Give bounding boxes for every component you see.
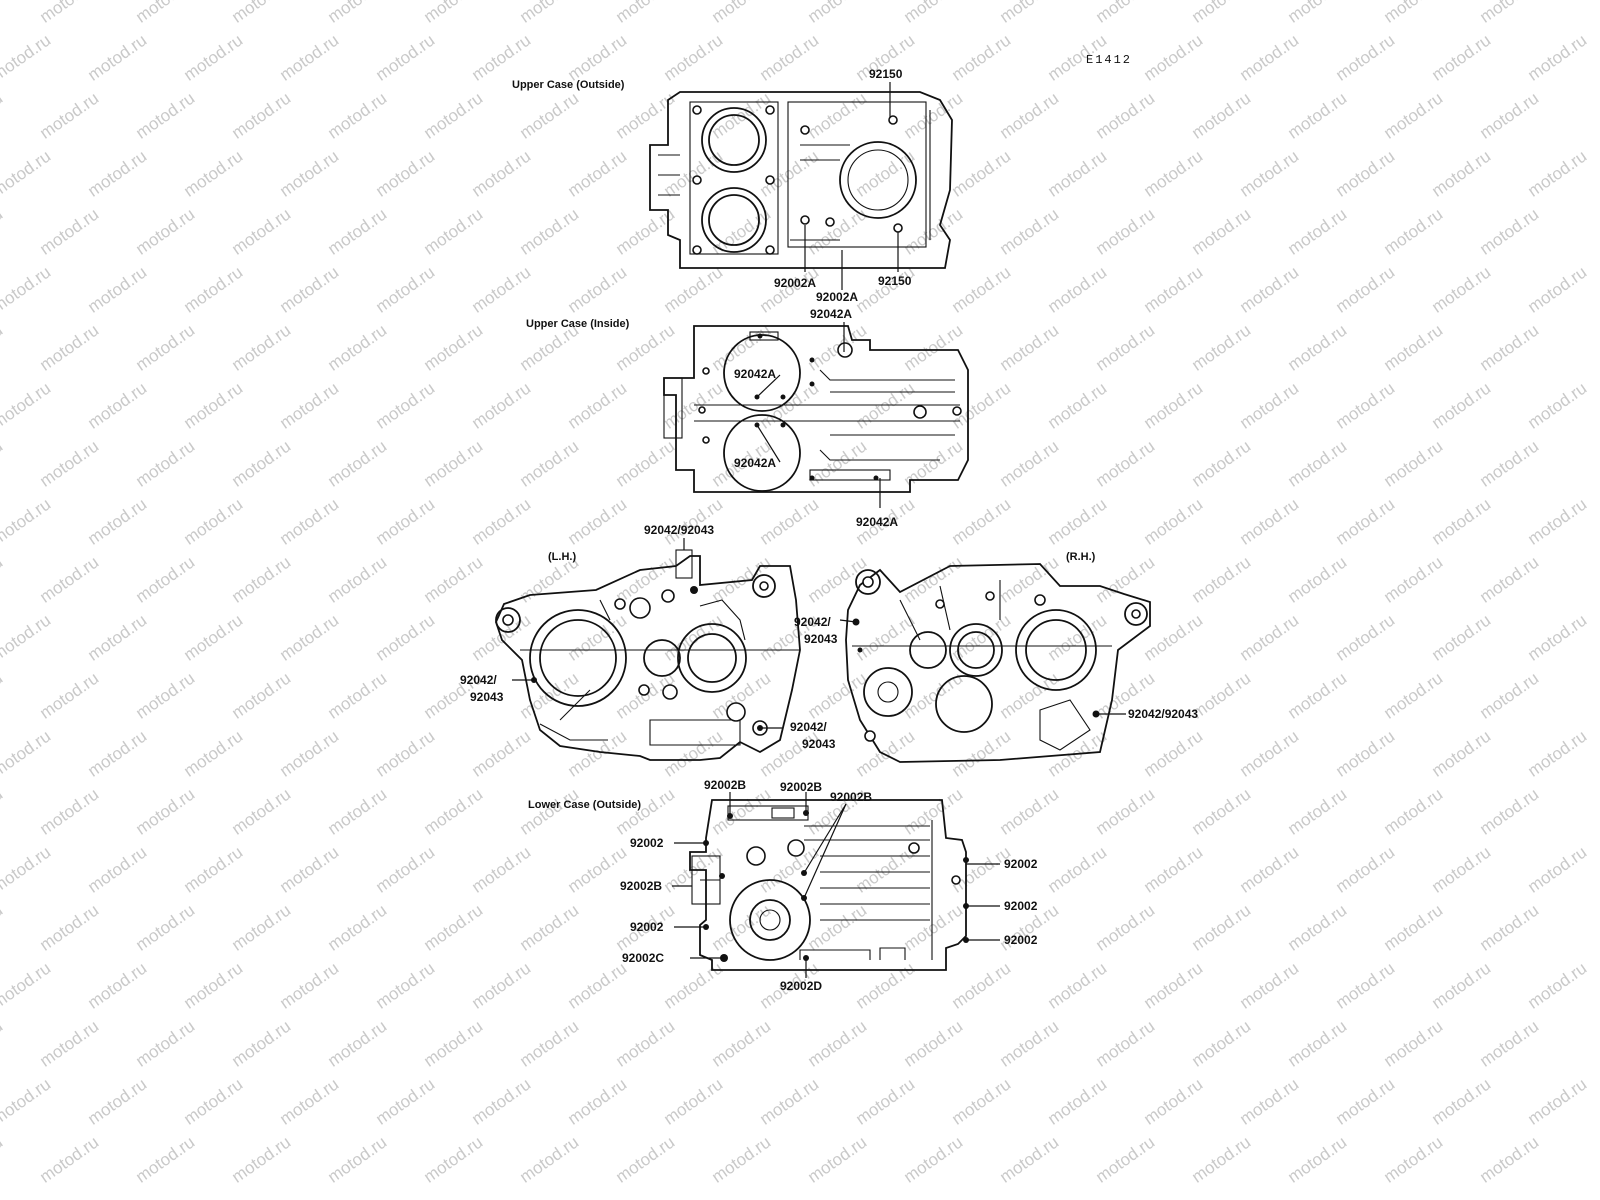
lh-title: (L.H.) [548,551,576,563]
callout-92042a-top: 92042A [810,307,852,321]
callout-92042-lh-right: 92042/ [790,720,827,734]
lower-case-left-view: (L.H.) [460,523,836,761]
upper-inside-title: Upper Case (Inside) [526,318,630,330]
rh-title: (R.H.) [1066,551,1096,563]
callout-92002b-left: 92002B [620,879,662,893]
callout-92002a-left: 92002A [774,276,816,290]
callout-92002a-right: 92002A [816,290,858,304]
callout-92002-left-2: 92002 [630,920,664,934]
callout-92002b-top-right: 92002B [830,790,872,804]
callout-92043-lh-right: 92043 [802,737,836,751]
callout-92002-right-3: 92002 [1004,933,1038,947]
callout-92042a-upper-bore: 92042A [734,367,776,381]
callout-92002b-top-mid: 92002B [780,780,822,794]
upper-case-outside-view: Upper Case (Outside) [512,67,953,304]
callout-92002b-top-left: 92002B [704,778,746,792]
callout-92002-right-1: 92002 [1004,857,1038,871]
callout-92002-left-1: 92002 [630,836,664,850]
callout-92043-lh-left: 92043 [470,690,504,704]
callout-92002d: 92002D [780,979,822,993]
callout-92042-lh-left: 92042/ [460,673,497,687]
lower-outside-title: Lower Case (Outside) [528,799,641,811]
callout-92042-92043-rh-right: 92042/92043 [1128,707,1198,721]
lower-case-right-view: (R.H.) 92042 [794,551,1198,763]
callout-92042a-bottom: 92042A [856,515,898,529]
callout-92150-bottom: 92150 [878,274,912,288]
callout-92043-rh-left: 92043 [804,632,838,646]
callout-92002-right-2: 92002 [1004,899,1038,913]
lower-case-outside-view: Lower Case (Outside) [528,778,1038,993]
callout-92002c: 92002C [622,951,664,965]
upper-outside-title: Upper Case (Outside) [512,79,625,91]
upper-case-inside-view: Upper Case (Inside) [526,307,969,529]
callout-92042-92043-lh-top: 92042/92043 [644,523,714,537]
callout-92042-rh-left: 92042/ [794,615,831,629]
callout-92150-top: 92150 [869,67,903,81]
callout-92042a-lower-bore: 92042A [734,456,776,470]
figure-code: E1412 [1086,53,1132,67]
